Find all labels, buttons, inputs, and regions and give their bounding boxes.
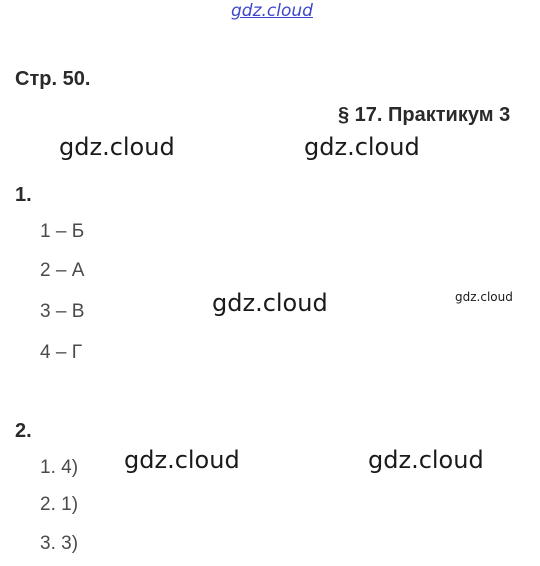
watermark: gdz.cloud [59,133,175,161]
section-title: § 17. Практикум 3 [338,104,511,126]
watermark: gdz.cloud [304,133,420,161]
watermark: gdz.cloud [124,446,240,474]
page-reference: Стр. 50. [15,68,91,90]
task-1-answer: 2 – А [40,260,85,281]
task-2-answer: 1. 4) [40,457,79,478]
watermark-link[interactable]: gdz.cloud [231,1,313,21]
task-1-answer: 4 – Г [40,342,82,363]
watermark: gdz.cloud [212,289,328,317]
task-1-answer: 3 – В [40,301,85,322]
task-2-number: 2. [15,420,32,442]
task-1-answer: 1 – Б [40,221,85,242]
watermark: gdz.cloud [368,446,484,474]
task-2-answer: 3. 3) [40,533,79,554]
task-1-number: 1. [15,184,32,206]
task-2-answer: 2. 1) [40,494,79,515]
watermark: gdz.cloud [455,290,513,304]
